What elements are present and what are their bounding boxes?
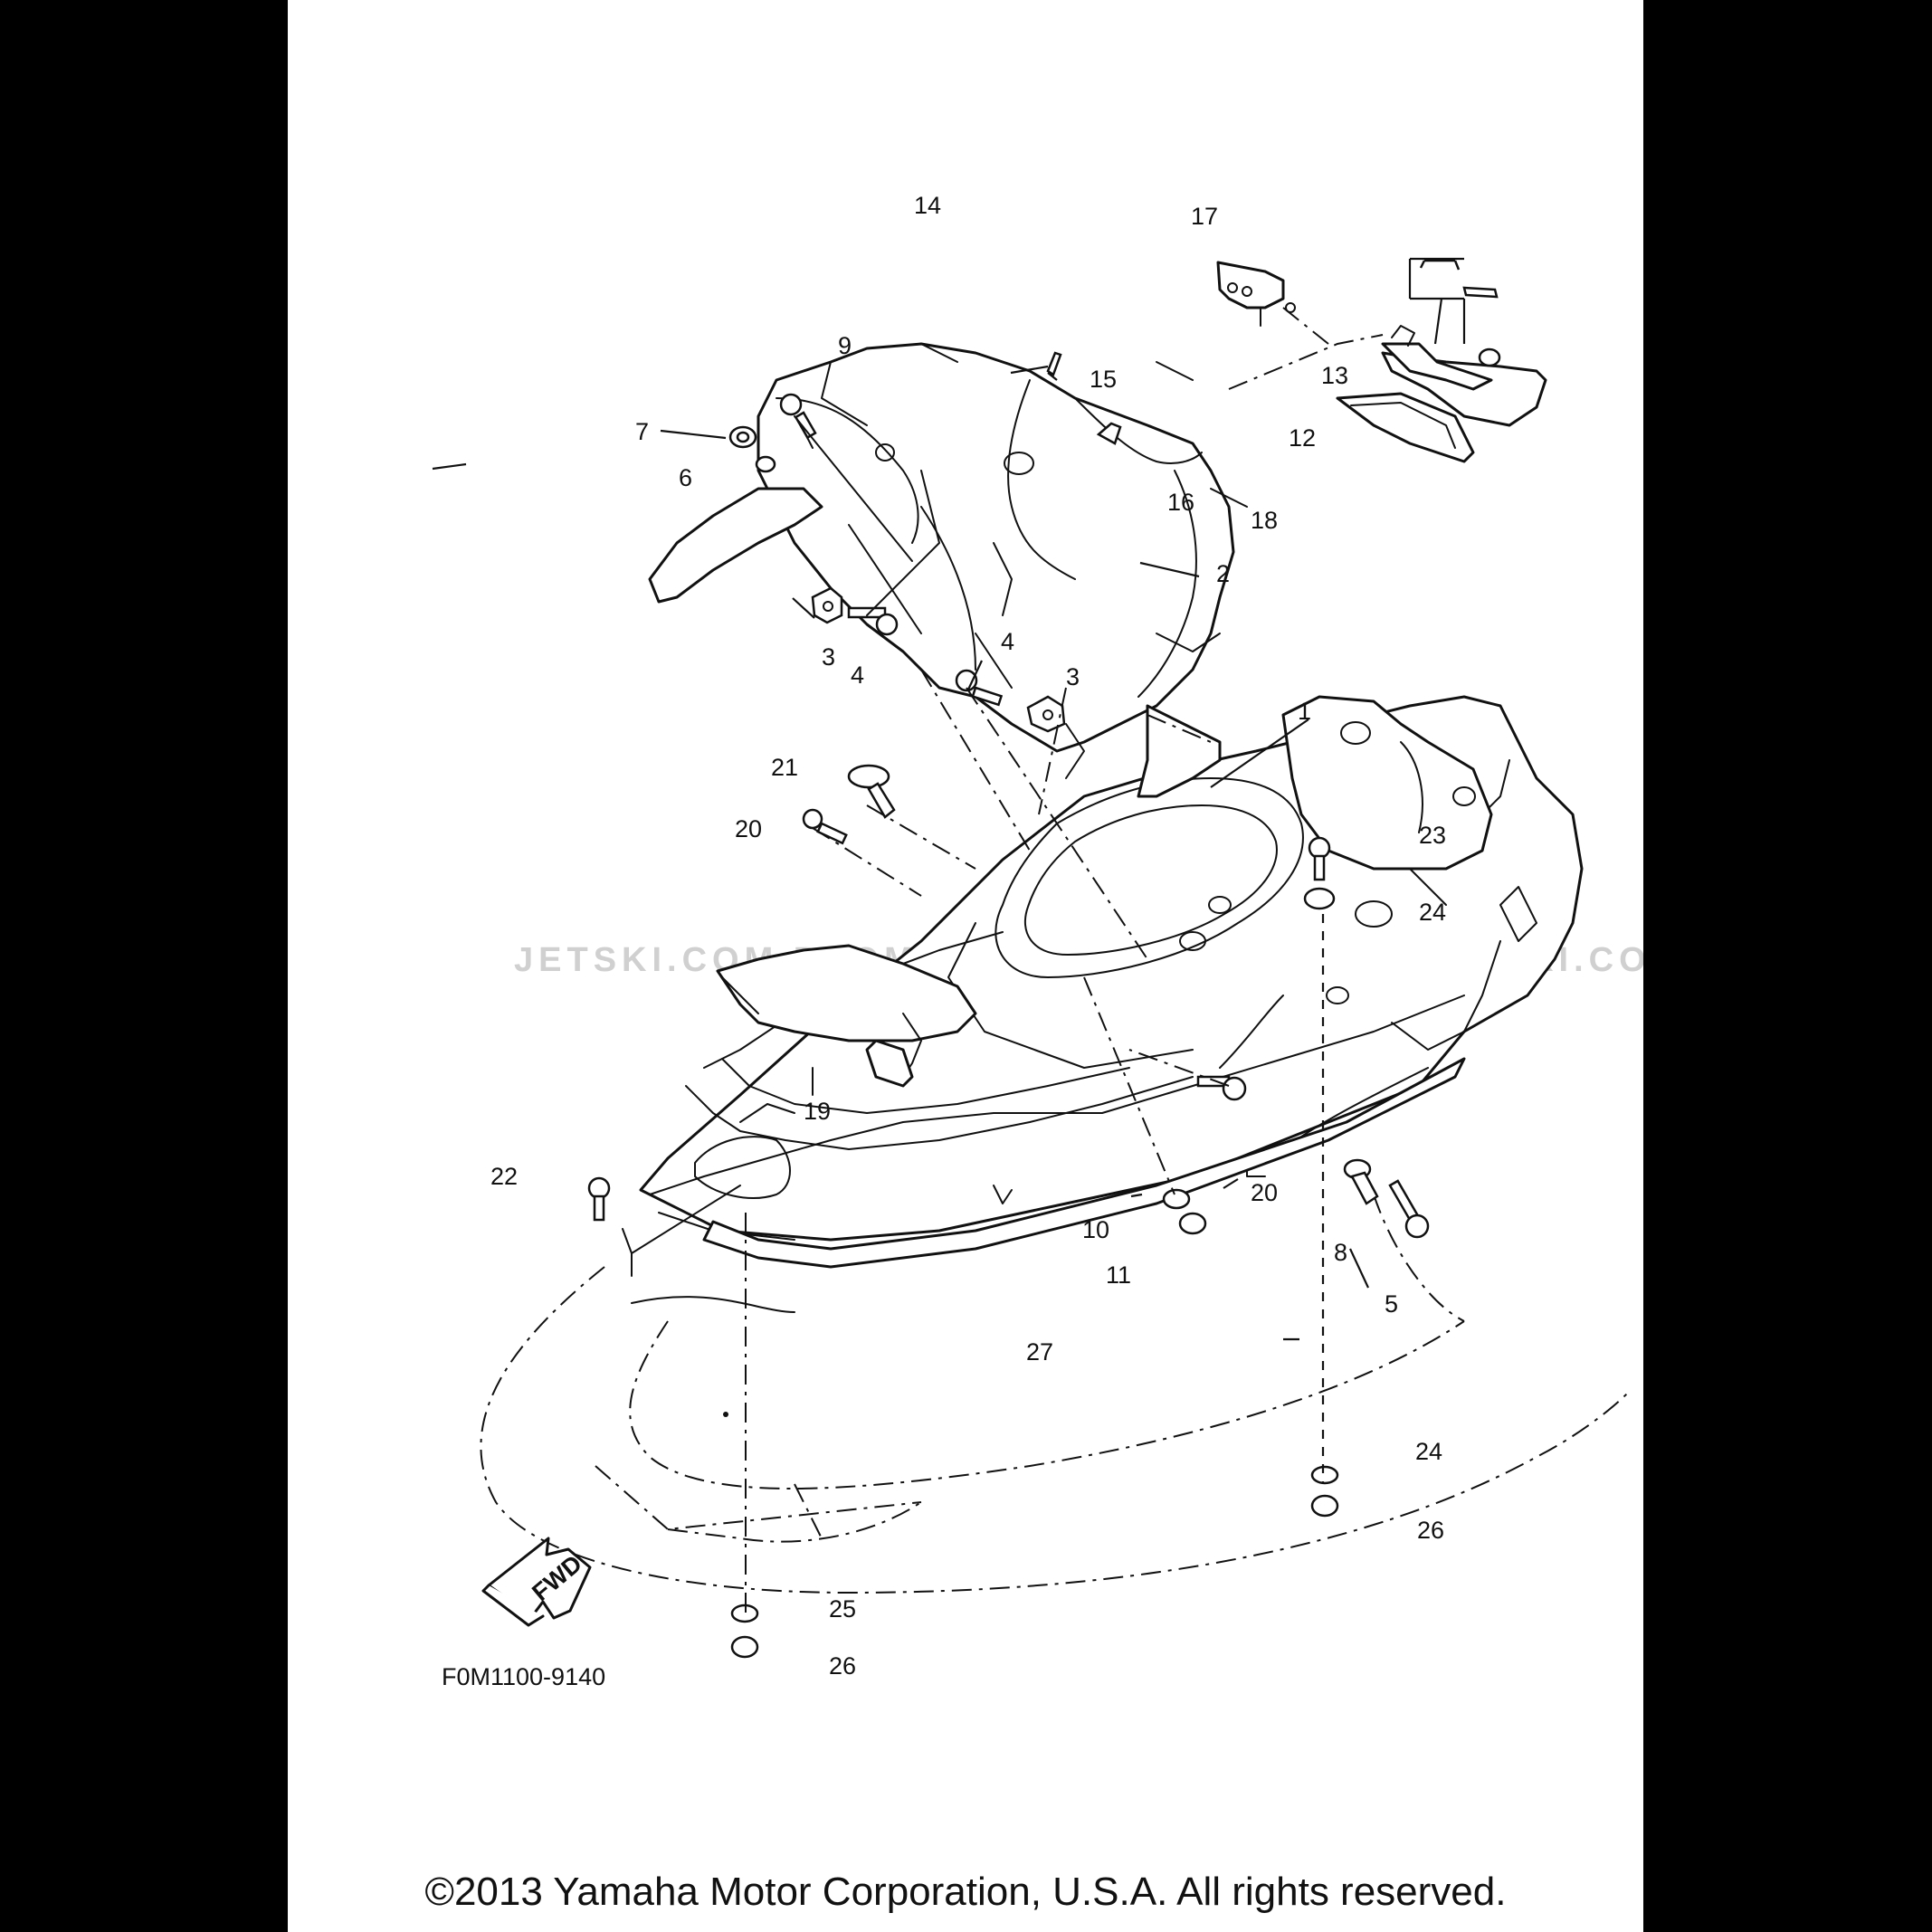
part-22-bolt [587, 1176, 611, 1222]
part-8-collar [1343, 1158, 1379, 1205]
exploded-parts-diagram: FWD 1 2 3 3 4 4 5 6 7 8 9 10 11 12 13 14… [432, 192, 1628, 1680]
callout-25: 25 [829, 1595, 856, 1623]
drawing-code: F0M1100-9140 [442, 1663, 606, 1690]
part-4-bolt-right [955, 669, 1004, 707]
part-11-nut [1178, 1212, 1207, 1235]
part-3-clip-left [811, 586, 843, 624]
callout-4-right: 4 [1001, 628, 1014, 655]
part-20-bolt-lower [1196, 1075, 1247, 1101]
part-16-clip [1096, 422, 1122, 445]
hardware-parts [587, 347, 1501, 1659]
callout-19: 19 [804, 1098, 831, 1125]
callout-4-left: 4 [851, 661, 864, 689]
callout-labels: 1 2 3 3 4 4 5 6 7 8 9 10 11 12 13 14 15 … [490, 192, 1446, 1680]
part-2-upper-cover [648, 342, 1248, 798]
callout-13: 13 [1321, 362, 1348, 389]
callout-15: 15 [1090, 366, 1117, 393]
callout-11: 11 [1106, 1261, 1131, 1289]
callout-20-lower: 20 [1251, 1179, 1278, 1206]
callout-24-lower: 24 [1415, 1438, 1442, 1465]
diagram-sheet: JETSKI.COM PROMO-JETSKI.COM PROMO-JETSKI… [288, 0, 1643, 1932]
part-24-washer-upper [1303, 887, 1336, 910]
callout-12: 12 [1289, 424, 1316, 452]
part-9-bolt [779, 393, 817, 449]
callout-9: 9 [838, 332, 852, 359]
callout-6: 6 [679, 464, 692, 491]
part-5-bolt [1388, 1179, 1430, 1239]
callout-22: 22 [490, 1163, 518, 1190]
callout-23: 23 [1419, 822, 1446, 849]
callout-3-right: 3 [1066, 663, 1080, 690]
part-3-clip-right [1026, 695, 1066, 733]
callout-21: 21 [771, 754, 798, 781]
part-27-gasket [702, 1057, 1466, 1269]
callout-26-left: 26 [829, 1652, 856, 1680]
callout-14: 14 [914, 192, 941, 219]
callout-3-left: 3 [822, 643, 835, 671]
callout-1: 1 [1298, 698, 1311, 725]
part-21-grommet [847, 764, 896, 819]
part-19-grip-area [685, 931, 1194, 1150]
callout-leaders-clean [432, 365, 1369, 1341]
part-14-bracket [1216, 261, 1296, 327]
callout-5: 5 [1385, 1290, 1398, 1318]
callout-18: 18 [1251, 507, 1278, 534]
part-24-washer-lower [1310, 1465, 1339, 1485]
hull-outline [480, 1194, 1628, 1594]
part-4-bolt-left [847, 606, 899, 636]
part-10-washer [1162, 1188, 1191, 1210]
copyright-notice: ©2013 Yamaha Motor Corporation, U.S.A. A… [424, 1870, 1507, 1914]
part-23-bolt [1308, 836, 1331, 881]
fwd-arrow-icon: FWD [481, 1537, 592, 1627]
callout-16: 16 [1167, 489, 1194, 516]
callout-10: 10 [1082, 1216, 1109, 1243]
part-26-nut-left [730, 1635, 759, 1659]
part-6-washer [755, 455, 776, 473]
part-26-nut-right [1310, 1494, 1339, 1518]
callout-27: 27 [1026, 1338, 1053, 1366]
part-15-pin [1046, 351, 1062, 376]
part-20-bolt-upper [802, 808, 848, 845]
callout-2: 2 [1216, 560, 1230, 587]
callout-26-right: 26 [1417, 1517, 1444, 1544]
part-13-nut [1478, 347, 1501, 367]
part-17-stay-assembly [1381, 257, 1499, 391]
callout-17: 17 [1191, 203, 1218, 230]
callout-8: 8 [1334, 1239, 1347, 1266]
callout-24-upper: 24 [1419, 899, 1446, 926]
assembly-centerlines [622, 307, 1384, 1620]
callout-20-upper: 20 [735, 815, 762, 842]
callout-7: 7 [635, 418, 649, 445]
